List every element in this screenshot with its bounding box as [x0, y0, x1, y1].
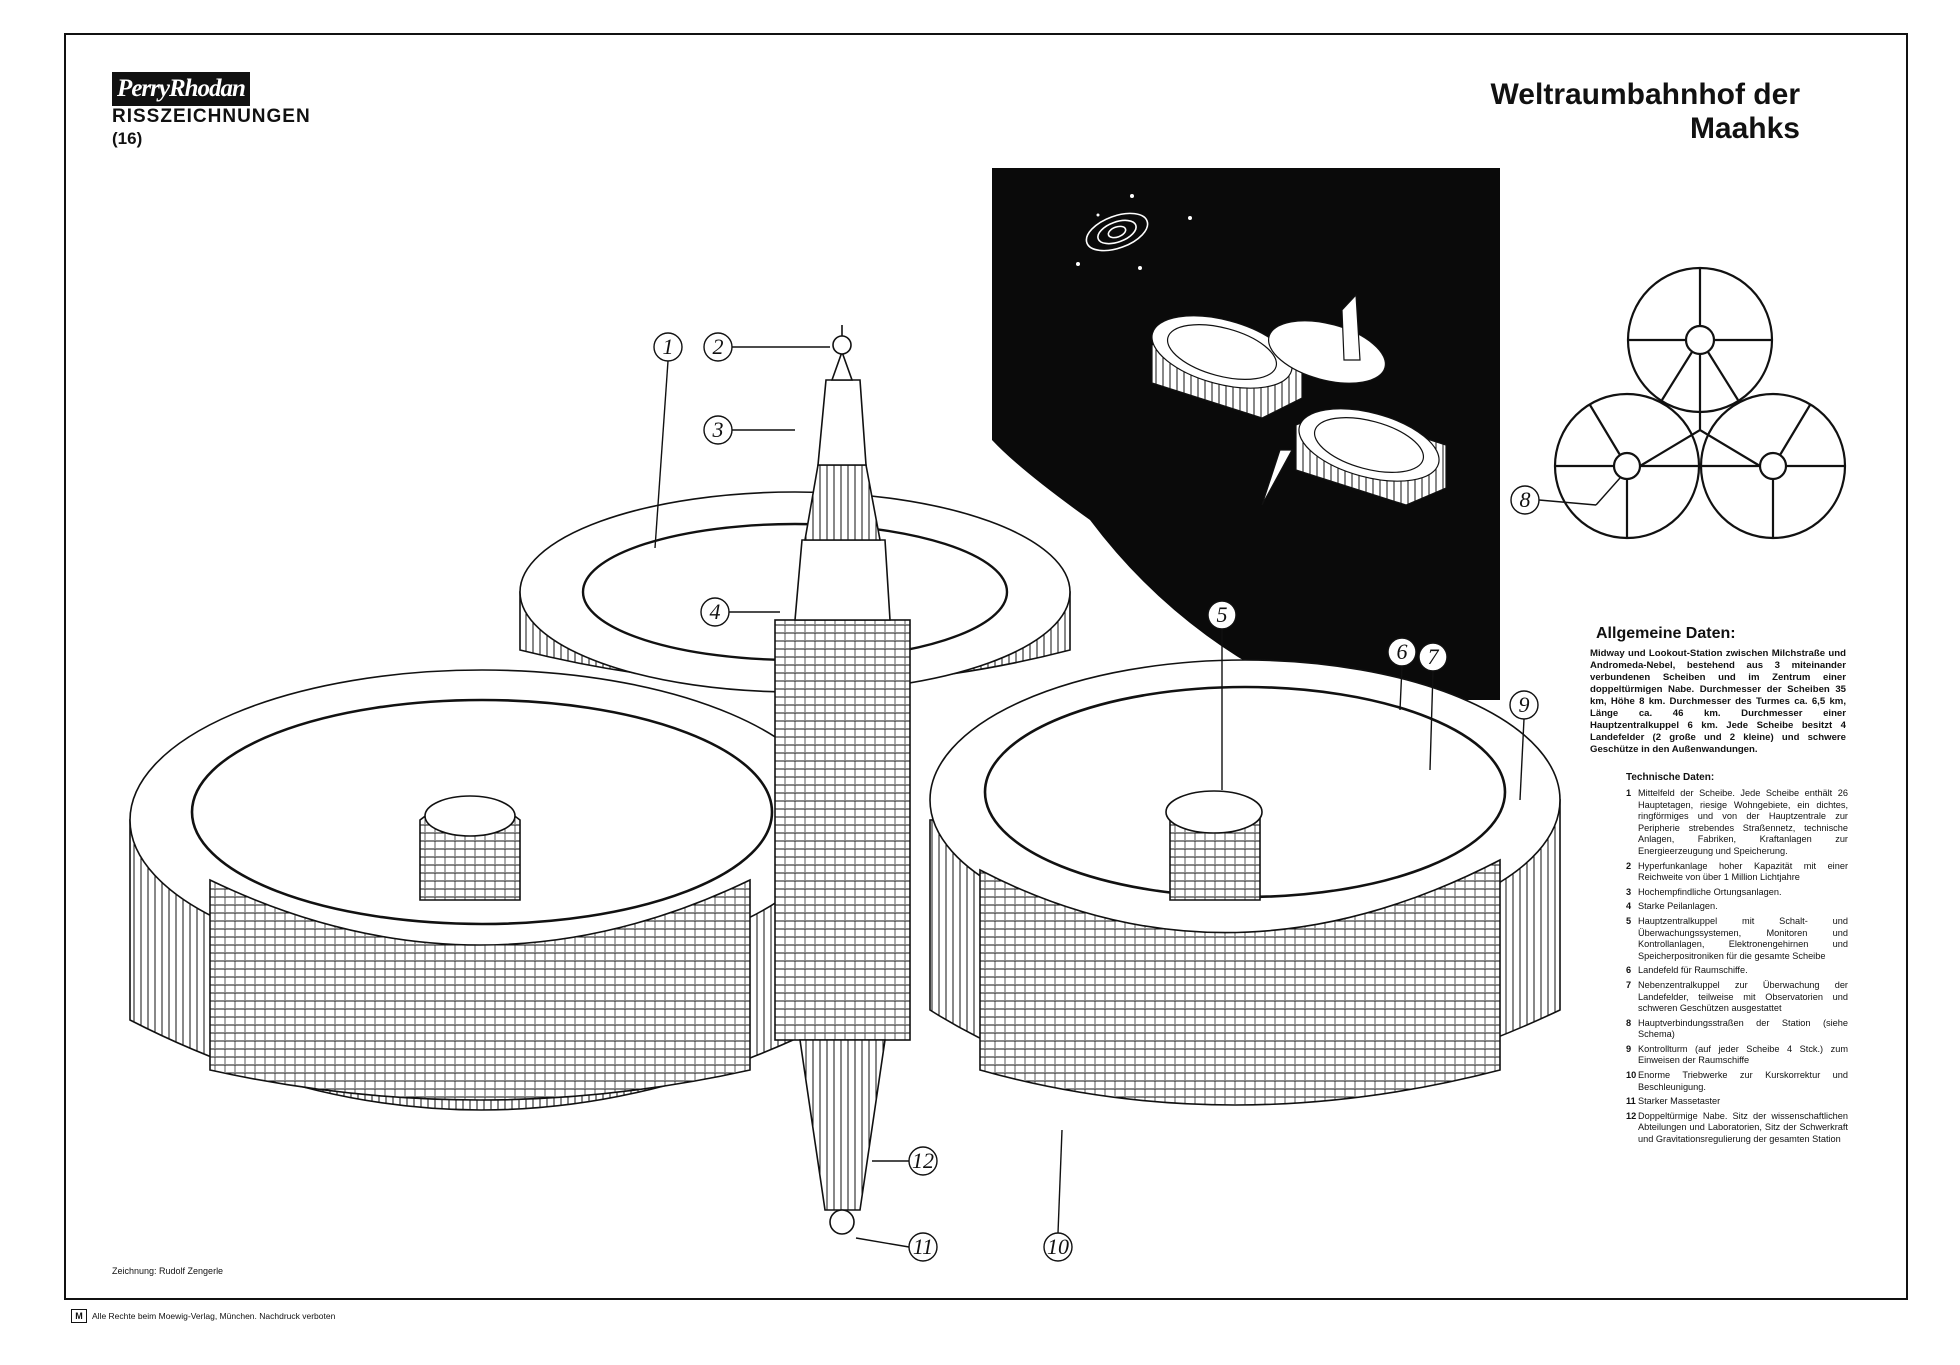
svg-text:1: 1: [663, 334, 674, 359]
station-miniature: [1151, 293, 1447, 506]
svg-text:10: 10: [1047, 1234, 1069, 1259]
callout-11: 11: [855, 1232, 938, 1262]
svg-text:4: 4: [710, 599, 721, 624]
perry-rhodan-logo: PerryRhodan: [112, 72, 250, 106]
publisher-logo: M: [71, 1309, 87, 1323]
callout-6: 6: [1387, 637, 1417, 711]
page-title: Weltraumbahnhof der Maahks: [1490, 78, 1800, 145]
svg-text:8: 8: [1520, 487, 1531, 512]
svg-text:6: 6: [1397, 639, 1408, 664]
left-disc: [129, 669, 836, 1111]
callout-4: 4: [700, 597, 780, 627]
poster-frame: [64, 33, 1908, 1300]
space-inset: [992, 168, 1500, 700]
artist-credit: Zeichnung: Rudolf Zengerle: [112, 1266, 224, 1276]
svg-text:9: 9: [1519, 692, 1530, 717]
galaxy-icon: [1085, 212, 1149, 252]
general-data-text: Midway und Lookout-Station zwischen Milc…: [1590, 648, 1846, 755]
svg-text:7: 7: [1428, 644, 1440, 669]
svg-text:3: 3: [712, 417, 724, 442]
svg-text:2: 2: [713, 334, 724, 359]
callout-12: 12: [872, 1146, 938, 1176]
callout-3: 3: [703, 415, 795, 445]
svg-text:12: 12: [912, 1148, 934, 1173]
svg-text:5: 5: [1217, 602, 1228, 627]
issue-number: (16): [112, 129, 143, 148]
callout-markers: 1 2 3 4 5 6 7 8 9 10 11 12: [653, 332, 1597, 1262]
road-schema-diagram: [1553, 266, 1847, 540]
callout-2: 2: [703, 332, 830, 362]
callout-5: 5: [1207, 600, 1237, 790]
copyright-notice: Alle Rechte beim Moewig-Verlag, München.…: [92, 1311, 336, 1321]
callout-8: 8: [1510, 485, 1597, 515]
callout-9: 9: [1509, 690, 1539, 801]
general-data-heading: Allgemeine Daten:: [1596, 625, 1736, 642]
callout-7: 7: [1418, 642, 1448, 771]
back-disc: [519, 491, 1071, 693]
svg-text:11: 11: [913, 1234, 933, 1259]
central-tower: [774, 325, 911, 1235]
callout-10: 10: [1043, 1129, 1073, 1262]
callout-1: 1: [653, 332, 683, 549]
series-label: RISSZEICHNUNGEN: [112, 106, 311, 127]
right-disc: [929, 659, 1561, 1106]
technical-data-heading: Technische Daten:: [1626, 772, 1715, 783]
